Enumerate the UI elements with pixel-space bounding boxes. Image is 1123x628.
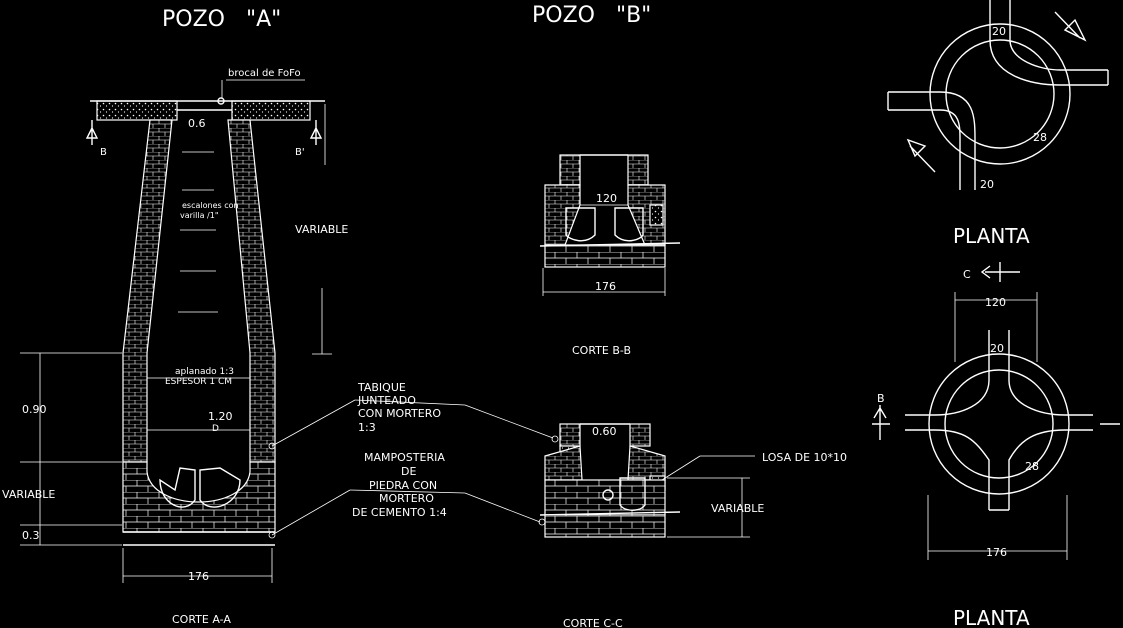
variable-mid-label: VARIABLE <box>295 223 348 236</box>
pb-w176: 176 <box>986 546 1007 559</box>
title-pozo-a: POZO "A" <box>162 7 281 32</box>
aplanado-label-1: aplanado 1:3 <box>175 367 234 377</box>
brocal-label: brocal de FoFo <box>228 68 301 79</box>
escalones-label-2: varilla /1" <box>180 211 219 220</box>
pt-d2: 20 <box>980 178 994 191</box>
aplanado-label-2: ESPESOR 1 CM <box>165 377 232 387</box>
corte-cc: 0.60 LOSA DE 10*10 VARIABLE CORTE C-C <box>539 423 847 628</box>
note-tabique-3: CON MORTERO <box>358 407 441 420</box>
dim-03: 0.3 <box>22 529 40 542</box>
caption-corte-bb: CORTE B-B <box>572 344 631 357</box>
caption-corte-cc: CORTE C-C <box>563 617 623 628</box>
escalones-label-1: escalones con <box>182 201 239 210</box>
pt-d1: 20 <box>992 25 1006 38</box>
corte-bb: 120 176 CORTE B-B <box>539 154 681 357</box>
planta-bottom: C 120 20 28 B 176 PLANTA <box>872 262 1120 628</box>
cc-variable-label: VARIABLE <box>711 502 764 515</box>
cc-top-label: 0.60 <box>592 425 617 438</box>
note-tabique-4: 1:3 <box>358 421 376 434</box>
note-tabique-1: TABIQUE <box>357 381 406 394</box>
pt-d3: 28 <box>1033 131 1047 144</box>
cc-losa-label: LOSA DE 10*10 <box>762 451 847 464</box>
sec-b-right: B' <box>295 147 305 158</box>
caption-corte-aa: CORTE A-A <box>172 613 231 626</box>
pb-w120: 120 <box>985 296 1006 309</box>
inner-width-label: 1.20 <box>208 410 233 423</box>
bottom-width-label: 176 <box>188 570 209 583</box>
note-mamp-1: MAMPOSTERIA <box>364 451 445 464</box>
top-width-label: 0.6 <box>188 117 206 130</box>
note-mamp-5: DE CEMENTO 1:4 <box>352 506 447 519</box>
sec-b-left: B <box>100 147 107 158</box>
title-planta-top: PLANTA <box>953 224 1030 248</box>
bb-width-label: 176 <box>595 280 616 293</box>
corte-aa: brocal de FoFo 0.6 B B' escalones con va… <box>2 68 348 626</box>
pb-c-label: C <box>963 268 971 281</box>
title-pozo-b: POZO "B" <box>532 3 651 28</box>
planta-top: 20 20 28 PLANTA <box>887 0 1109 248</box>
note-tabique-2: JUNTEADO <box>357 394 416 407</box>
pb-b-label: B <box>877 392 885 405</box>
inner-d-label: D <box>212 424 219 434</box>
note-mamp-2: DE <box>401 465 416 478</box>
note-mamp-3: PIEDRA CON <box>369 479 437 492</box>
title-planta-bottom: PLANTA <box>953 606 1030 628</box>
dim-090: 0.90 <box>22 403 47 416</box>
notes: TABIQUE JUNTEADO CON MORTERO 1:3 MAMPOST… <box>268 381 559 539</box>
dim-variable-left: VARIABLE <box>2 488 55 501</box>
pb-d1: 20 <box>990 342 1004 355</box>
pb-d2: 28 <box>1025 460 1039 473</box>
note-mamp-4: MORTERO <box>379 492 434 505</box>
bb-inner-label: 120 <box>596 192 617 205</box>
